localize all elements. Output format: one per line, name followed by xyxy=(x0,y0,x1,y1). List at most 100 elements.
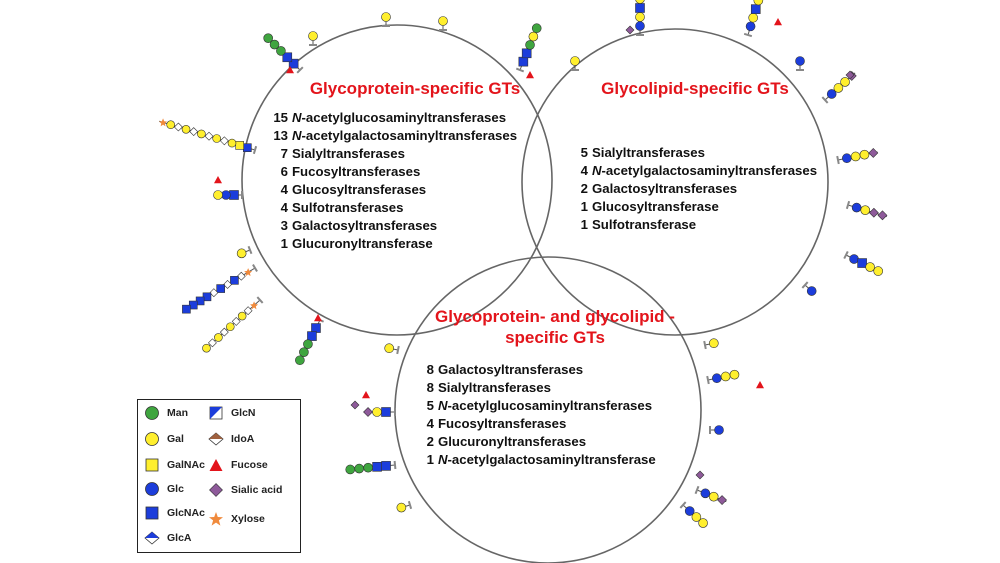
enzyme-count: 1 xyxy=(580,199,588,214)
enzyme-item: 3 Galactosyltransferases xyxy=(272,217,517,235)
legend-glcn: GlcN xyxy=(208,404,256,422)
enzyme-count: 1 xyxy=(280,236,288,251)
shared-title-line1: Glycoprotein- and glycolipid - xyxy=(435,307,675,326)
gal-symbol xyxy=(227,138,237,148)
enzyme-count: 4 xyxy=(580,163,588,178)
glc-icon xyxy=(145,482,159,496)
enzyme-name: Galactosyltransferases xyxy=(292,218,438,233)
fucose-symbol xyxy=(774,18,782,26)
galnac-icon xyxy=(145,458,159,472)
enzyme-name: Sulfotransferases xyxy=(292,200,404,215)
glca-symbol xyxy=(219,136,229,146)
gal-symbol xyxy=(753,0,764,6)
glc-symbol xyxy=(635,21,645,31)
linker-mark xyxy=(694,485,700,495)
gal-symbol xyxy=(720,371,731,382)
gal-symbol xyxy=(709,338,719,349)
linker-mark xyxy=(843,250,849,260)
gal-symbol xyxy=(860,205,871,215)
glcnac-symbol xyxy=(518,56,529,67)
legend: Man Gal GalNAc Glc GlcNAc GlcA xyxy=(137,399,301,553)
linker-mark xyxy=(393,460,397,470)
glc-symbol xyxy=(684,506,695,516)
glcnac-symbol xyxy=(229,190,239,200)
enzyme-italic-prefix: N xyxy=(438,452,448,467)
enzyme-count: 5 xyxy=(426,398,434,413)
linker-mark xyxy=(515,67,525,73)
glcnac-icon xyxy=(145,506,159,520)
man-symbol xyxy=(299,347,309,357)
glycoprotein-circle xyxy=(241,24,553,336)
enzyme-count: 3 xyxy=(280,218,288,233)
xylose-symbol xyxy=(244,268,253,277)
man-symbol xyxy=(269,39,280,50)
sialic-acid-symbol xyxy=(695,470,705,480)
glcn-icon xyxy=(209,406,223,420)
enzyme-name: -acetylgalactosaminyltransferases xyxy=(301,128,518,143)
linker-mark xyxy=(821,96,829,104)
enzyme-name: Sialyltransferases xyxy=(592,145,705,160)
sialic-acid-symbol xyxy=(868,148,879,158)
glca-symbol xyxy=(209,288,219,298)
enzyme-name: Glucuronyltransferases xyxy=(438,434,587,449)
fucose-symbol xyxy=(362,391,370,399)
linker-mark xyxy=(845,200,851,210)
enzyme-count: 7 xyxy=(280,146,288,161)
glcnac-symbol xyxy=(288,58,299,69)
legend-glc: Glc xyxy=(144,480,184,498)
enzyme-name: Sialyltransferases xyxy=(438,380,551,395)
glca-icon xyxy=(144,531,160,545)
gal-symbol xyxy=(212,134,221,143)
glcnac-symbol xyxy=(243,143,252,153)
legend-idoa: IdoA xyxy=(208,430,254,448)
enzyme-name: Glucosyltransferase xyxy=(592,199,719,214)
enzyme-item: 4 Sulfotransferases xyxy=(272,199,517,217)
gal-symbol xyxy=(570,56,580,66)
glca-symbol xyxy=(219,327,229,337)
gal-symbol xyxy=(873,266,883,276)
enzyme-count: 5 xyxy=(580,145,588,160)
sialic-acid-symbol xyxy=(845,70,855,80)
glca-symbol xyxy=(173,122,183,132)
sialic-acid-symbol xyxy=(868,207,879,218)
sialic-acid-symbol xyxy=(625,25,635,35)
legend-xylose: Xylose xyxy=(208,510,265,528)
linker-mark xyxy=(407,500,413,510)
fucose-symbol xyxy=(286,66,294,74)
glcnac-symbol xyxy=(750,4,761,14)
gal-symbol xyxy=(698,518,708,528)
enzyme-count: 4 xyxy=(280,200,288,215)
enzyme-italic-prefix: N xyxy=(592,163,602,178)
enzyme-name: Fucosyltransferases xyxy=(292,164,421,179)
fucose-symbol xyxy=(526,71,534,79)
enzyme-name: -acetylglucosaminyltransferases xyxy=(301,110,507,125)
glc-symbol xyxy=(826,89,837,99)
gal-symbol xyxy=(225,322,235,332)
glcnac-symbol xyxy=(857,258,867,268)
gal-icon xyxy=(145,432,159,446)
sialic-acid-symbol xyxy=(363,407,373,417)
glc-symbol xyxy=(700,488,711,499)
legend-gal: Gal xyxy=(144,430,184,448)
man-icon xyxy=(145,406,159,420)
gal-symbol xyxy=(308,31,318,41)
sialic-acid-symbol xyxy=(717,495,727,505)
glcnac-symbol xyxy=(307,331,317,341)
glc-symbol xyxy=(714,425,724,435)
fucose-symbol xyxy=(756,381,764,389)
glycan-decorations xyxy=(159,0,888,528)
glcnac-symbol xyxy=(182,304,191,314)
idoa-icon xyxy=(208,432,224,446)
linker-mark xyxy=(252,145,258,155)
enzyme-name: Glucuronyltransferase xyxy=(292,236,433,251)
glcnac-symbol xyxy=(381,461,391,471)
enzyme-name: Sulfotransferase xyxy=(592,217,697,232)
xylose-symbol xyxy=(250,301,259,310)
gal-symbol xyxy=(691,512,702,522)
